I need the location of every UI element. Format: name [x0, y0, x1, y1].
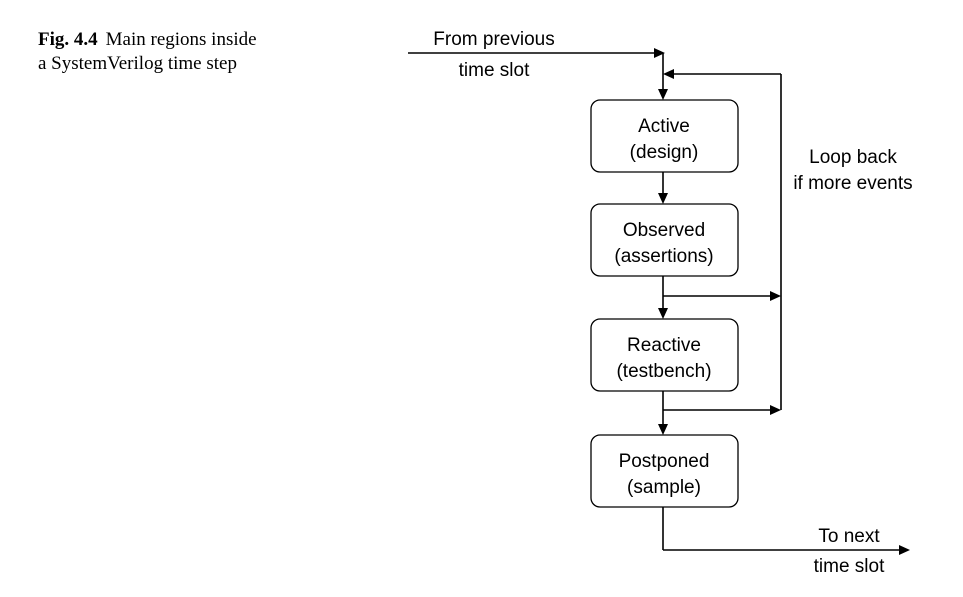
output-label-line-2: time slot: [814, 556, 885, 577]
reactive-loop-branch-arrowhead: [770, 405, 781, 415]
region-observed-name: Observed: [623, 220, 705, 241]
input-label-line-1: From previous: [433, 29, 554, 50]
loop-label-line-1: Loop back: [809, 147, 897, 168]
figure-caption: Fig. 4.4 Main regions inside a SystemVeri…: [38, 28, 338, 76]
input-arrowhead: [654, 48, 665, 58]
region-postponed-role: (sample): [627, 477, 701, 498]
observed-to-reactive-arrowhead: [658, 308, 668, 319]
loop-back-arrowhead: [663, 69, 674, 79]
region-observed-role: (assertions): [614, 246, 713, 267]
active-to-observed-arrowhead: [658, 193, 668, 204]
into-active-arrowhead: [658, 89, 668, 100]
region-active-name: Active: [638, 116, 690, 137]
figure-number: Fig. 4.4: [38, 29, 98, 50]
region-active-role: (design): [630, 142, 699, 163]
caption-line-1: Main regions inside: [105, 29, 257, 50]
region-box-active: [590, 99, 739, 173]
loop-label-line-2: if more events: [793, 173, 912, 194]
region-reactive-role: (testbench): [616, 361, 711, 382]
region-reactive-name: Reactive: [627, 335, 701, 356]
output-arrowhead: [899, 545, 910, 555]
observed-loop-branch-arrowhead: [770, 291, 781, 301]
region-box-postponed: [590, 434, 739, 508]
region-box-reactive: [590, 318, 739, 392]
caption-line-2: a SystemVerilog time step: [38, 53, 237, 74]
output-label-line-1: To next: [818, 526, 880, 547]
region-box-observed: [590, 203, 739, 277]
reactive-to-postponed-arrowhead: [658, 424, 668, 435]
region-postponed-name: Postponed: [619, 451, 710, 472]
input-label-line-2: time slot: [459, 60, 530, 81]
